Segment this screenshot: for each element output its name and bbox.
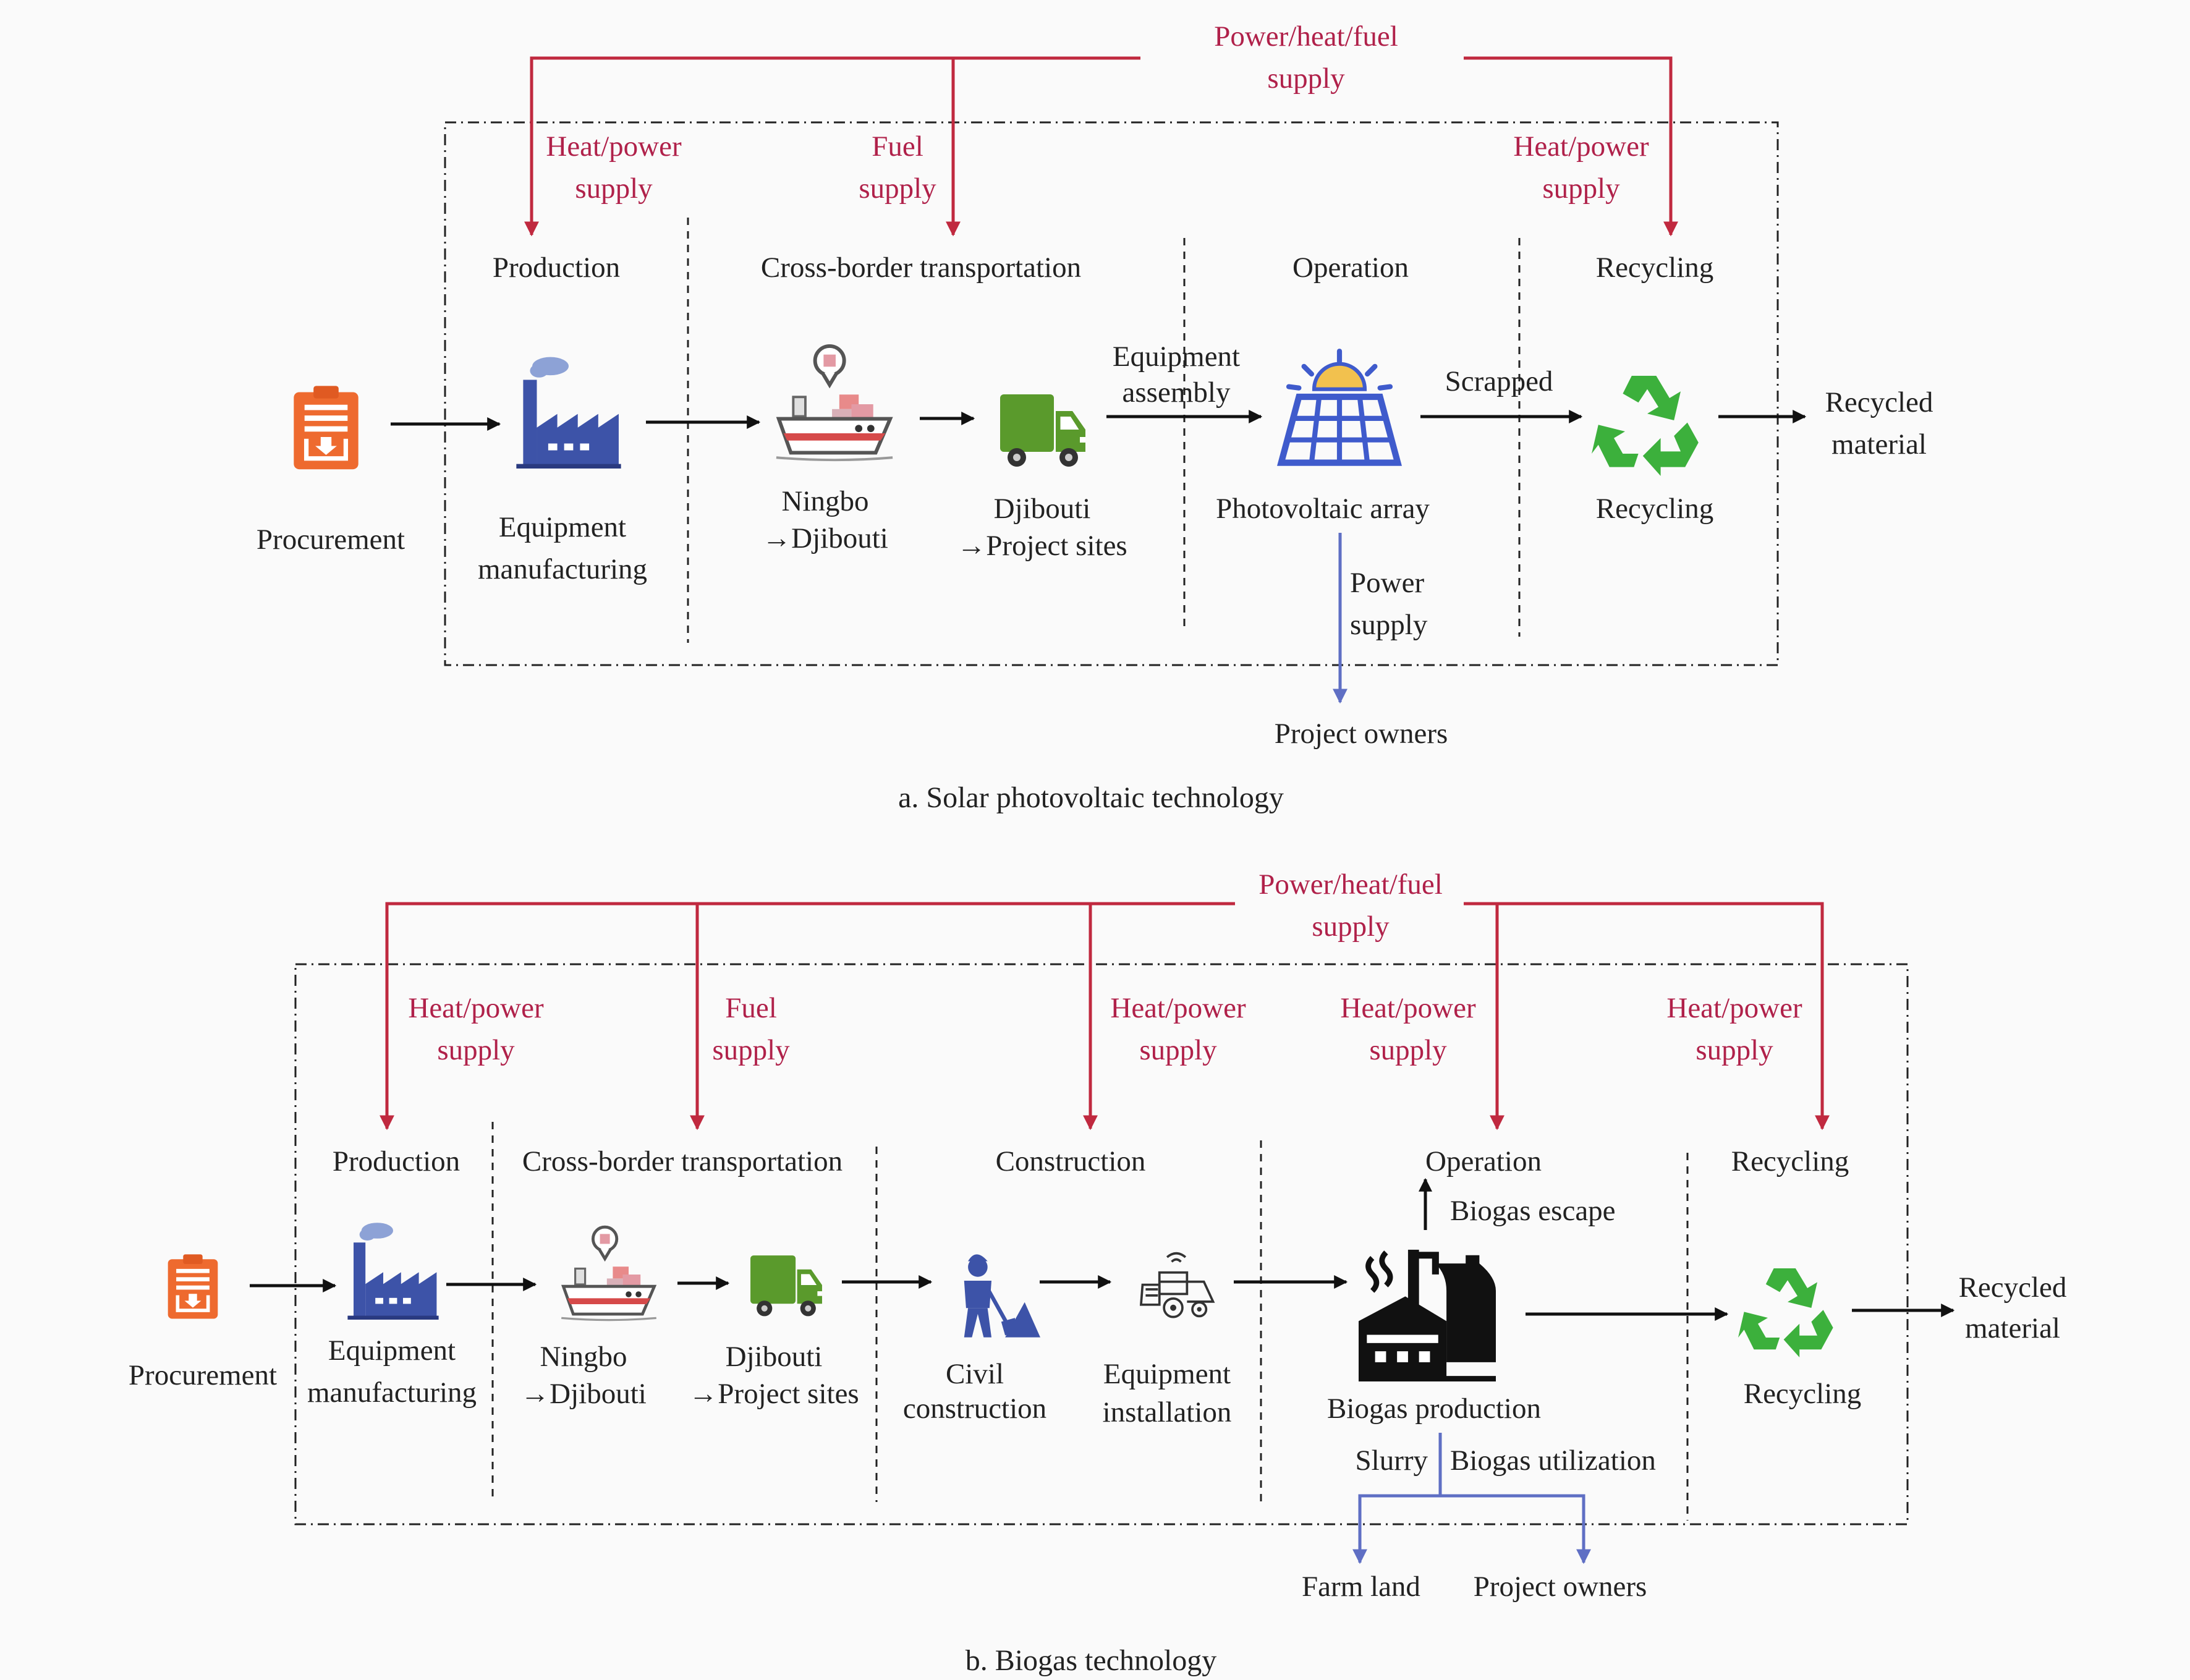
panel-b-stage-dividers — [491, 1122, 1689, 1521]
b-arrow-escape: Biogas escape — [1450, 1195, 1616, 1227]
panel-b: Power/heat/fuel supply Heat/power supply… — [129, 868, 2067, 1677]
a-caption: a. Solar photovoltaic technology — [898, 781, 1284, 814]
b-top-supply-line1: Power/heat/fuel — [1258, 868, 1443, 901]
panel-a-supply-lines — [524, 56, 1678, 237]
a-supply-transport-line2: supply — [859, 172, 936, 205]
b-stage-operation: Operation — [1425, 1145, 1542, 1177]
b-node-farm: Farm land — [1302, 1571, 1420, 1603]
panel-a-stage-dividers — [687, 218, 1521, 643]
b-node-recycled-line2: material — [1965, 1312, 2060, 1344]
b-supply-construction-line1: Heat/power — [1110, 992, 1246, 1024]
a-node-procurement: Procurement — [257, 524, 405, 556]
harvester-icon — [1141, 1254, 1213, 1317]
ship-icon — [561, 1227, 656, 1320]
b-top-supply-line2: supply — [1312, 910, 1390, 943]
panel-a: Power/heat/fuel supply Heat/power supply… — [257, 20, 1933, 814]
b-supply-transport-line2: supply — [712, 1034, 790, 1066]
b-stage-transport: Cross-border transportation — [522, 1145, 842, 1177]
b-stage-recycling: Recycling — [1731, 1145, 1849, 1177]
b-node-truck-line2: →Project sites — [689, 1378, 859, 1410]
a-node-recycling: Recycling — [1596, 493, 1714, 525]
a-top-supply-line2: supply — [1267, 62, 1345, 95]
a-node-recycled-line1: Recycled — [1825, 386, 1933, 418]
b-node-recycled-line1: Recycled — [1959, 1271, 2067, 1304]
recycle-icon — [1592, 376, 1699, 476]
factory-icon — [347, 1223, 439, 1320]
a-node-recycled-line2: material — [1831, 428, 1927, 460]
recycle-icon — [1738, 1268, 1833, 1357]
clipboard-icon — [294, 386, 358, 469]
a-arrow-scrapped: Scrapped — [1445, 365, 1553, 397]
a-supply-recycling-line2: supply — [1542, 172, 1620, 205]
a-arrow-assembly-line1: Equipment — [1113, 341, 1240, 373]
panel-b-supply-lines — [380, 902, 1830, 1131]
b-caption: b. Biogas technology — [966, 1644, 1217, 1677]
truck-icon — [1000, 394, 1085, 467]
b-node-owners: Project owners — [1474, 1571, 1647, 1603]
panel-a-boundary — [444, 121, 1779, 666]
b-node-truck-line1: Djibouti — [726, 1341, 823, 1373]
b-supply-transport-line1: Fuel — [725, 992, 777, 1024]
a-node-pv: Photovoltaic array — [1216, 493, 1430, 525]
panel-b-boundary — [294, 963, 1909, 1525]
a-node-manufacturing-line1: Equipment — [499, 511, 626, 543]
worker-icon — [964, 1254, 1040, 1337]
b-node-recycling: Recycling — [1744, 1378, 1862, 1410]
b-arrow-utilization: Biogas utilization — [1450, 1445, 1656, 1477]
b-supply-construction-line2: supply — [1139, 1034, 1217, 1066]
b-stage-construction: Construction — [996, 1145, 1146, 1177]
b-node-ship-line1: Ningbo — [540, 1341, 627, 1373]
a-node-manufacturing-line2: manufacturing — [478, 553, 647, 585]
panel-a-flow-arrows — [391, 410, 1807, 431]
b-node-install-line1: Equipment — [1103, 1358, 1231, 1390]
a-stage-production: Production — [493, 252, 620, 284]
b-stage-production: Production — [333, 1145, 460, 1177]
a-node-owners: Project owners — [1275, 718, 1448, 750]
factory-icon — [516, 357, 621, 469]
a-arrow-power-line2: supply — [1350, 609, 1428, 641]
b-supply-production-line2: supply — [437, 1034, 515, 1066]
clipboard-icon — [168, 1254, 218, 1318]
panel-b-output-arrows — [1352, 1433, 1591, 1564]
truck-icon — [750, 1255, 822, 1317]
b-node-ship-line2: →Djibouti — [520, 1378, 647, 1410]
a-arrow-assembly-line2: assembly — [1123, 376, 1231, 409]
b-supply-recycling-line2: supply — [1696, 1034, 1773, 1066]
a-stage-transport: Cross-border transportation — [761, 252, 1081, 284]
panel-b-flow-arrows — [250, 1177, 1955, 1321]
a-supply-transport-line1: Fuel — [872, 130, 923, 163]
a-node-truck-line2: →Project sites — [957, 530, 1127, 562]
a-stage-recycling: Recycling — [1596, 252, 1714, 284]
b-supply-operation-line2: supply — [1369, 1034, 1447, 1066]
a-node-ship-line1: Ningbo — [782, 485, 869, 517]
b-node-install-line2: installation — [1103, 1396, 1232, 1428]
b-arrow-slurry: Slurry — [1356, 1445, 1428, 1477]
a-node-truck-line1: Djibouti — [994, 493, 1091, 525]
b-supply-production-line1: Heat/power — [408, 992, 544, 1024]
b-node-manufacturing-line2: manufacturing — [307, 1377, 477, 1409]
biogas-plant-icon — [1359, 1250, 1496, 1381]
a-stage-operation: Operation — [1292, 252, 1409, 284]
a-supply-production-line1: Heat/power — [546, 130, 682, 163]
b-supply-recycling-line1: Heat/power — [1666, 992, 1802, 1024]
b-node-procurement: Procurement — [129, 1359, 277, 1391]
a-node-ship-line2: →Djibouti — [762, 522, 888, 554]
b-node-manufacturing-line1: Equipment — [328, 1334, 456, 1367]
ship-icon — [776, 346, 893, 460]
a-top-supply-line1: Power/heat/fuel — [1214, 20, 1398, 53]
b-supply-operation-line1: Heat/power — [1340, 992, 1476, 1024]
b-node-biogas: Biogas production — [1327, 1393, 1541, 1425]
solar-panel-icon — [1281, 351, 1398, 462]
b-node-civil-line2: construction — [903, 1393, 1046, 1425]
a-arrow-power-line1: Power — [1350, 567, 1424, 599]
a-supply-production-line2: supply — [575, 172, 653, 205]
a-supply-recycling-line1: Heat/power — [1513, 130, 1649, 163]
b-node-civil-line1: Civil — [946, 1358, 1004, 1390]
